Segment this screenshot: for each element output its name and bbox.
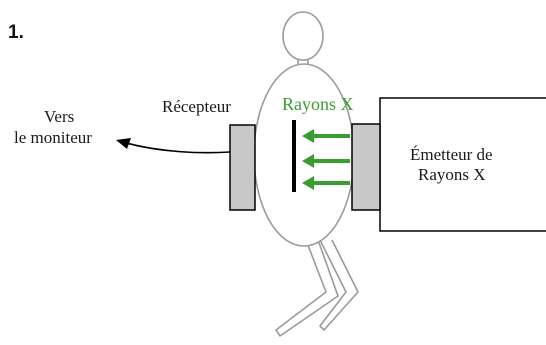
emitter-nozzle	[351, 123, 381, 211]
person-outline-icon	[253, 11, 359, 337]
step-number: 1.	[8, 22, 24, 43]
monitor-arrow-icon	[116, 138, 231, 154]
receiver-plate	[229, 124, 256, 211]
body-object-bar	[292, 120, 296, 192]
xray-beams	[302, 129, 350, 190]
emitter-label-line2: Rayons X	[418, 165, 486, 184]
monitor-label-line1: Vers	[44, 107, 74, 126]
person-torso	[253, 63, 355, 247]
xray-arrow-icon	[302, 176, 350, 190]
xray-arrow-icon	[302, 129, 350, 143]
emitter-label-line1: Émetteur de	[410, 145, 493, 164]
person-head	[282, 11, 324, 61]
monitor-label-line2: le moniteur	[14, 128, 92, 147]
person-right-leg	[319, 239, 359, 331]
receiver-label: Récepteur	[162, 97, 231, 116]
xrays-label: Rayons X	[282, 94, 354, 114]
xray-arrow-icon	[302, 154, 350, 168]
person-left-leg	[275, 239, 339, 337]
